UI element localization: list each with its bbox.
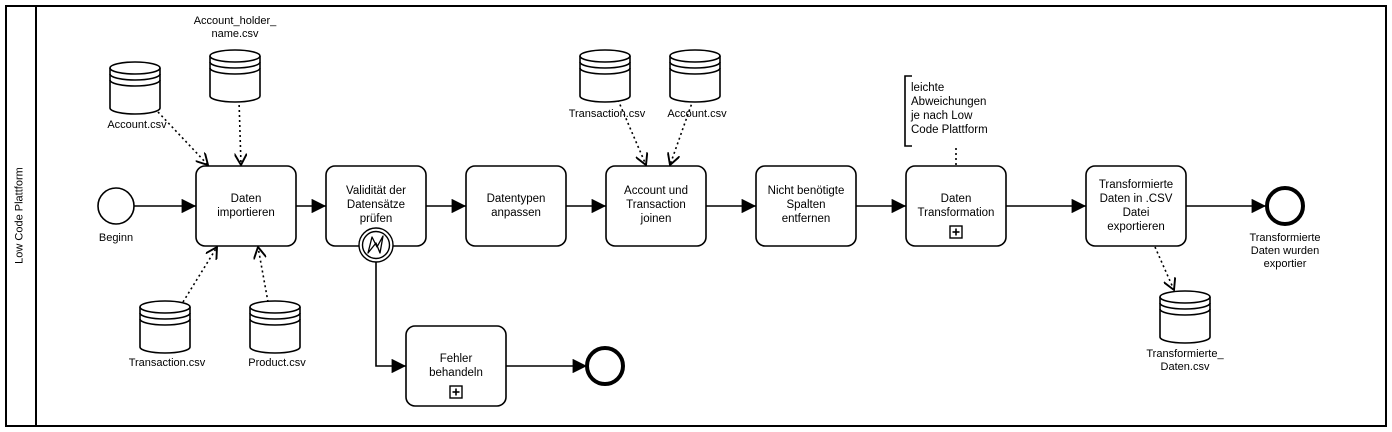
data-associations [157,99,1174,303]
assoc-transaction2-join [617,99,646,165]
task-transform-label: Daten Transformation [917,193,995,219]
end-event-main-label: Transformierte Daten wurden exportier [1249,232,1321,270]
datastore-holder [209,49,261,103]
assoc-transaction1-import [182,247,217,303]
datastore-account-2 [669,49,721,103]
plus-square-icon [449,385,463,399]
assoc-account1-import [157,111,208,165]
plus-square-icon [949,225,963,239]
start-event-label: Beginn [98,232,134,244]
datastore-transaction-1 [139,300,191,354]
task-join-label: Account und Transaction joinen [624,185,688,225]
task-import [195,165,297,247]
task-import-label: Daten importieren [217,193,275,219]
datastore-holder-label: Account_holder_ name.csv [193,15,277,40]
datastore-product [249,300,301,354]
task-types-label: Datentypen anpassen [486,193,546,219]
task-export-label: Transformierte Daten in .CSV Datei expor… [1098,179,1174,233]
tasks [195,165,1187,407]
datastore-product-label: Product.csv [248,357,306,369]
datastore-transaction-1-label: Transaction.csv [128,357,206,369]
flow-error-path [375,262,406,374]
assoc-account2-join [670,99,694,165]
datastore-transaction-2-label: Transaction.csv [568,108,646,120]
datastore-output [1159,290,1211,344]
datastore-account-1-label: Account.csv [107,119,167,131]
task-export [1085,165,1187,247]
task-validate-label: Validität der Datensätze prüfen [346,185,406,225]
data-stores [109,49,1211,354]
assoc-export-output [1154,246,1174,290]
annotation-bracket [904,75,912,147]
datastore-account-1 [109,61,161,115]
task-error-label: Fehler behandeln [429,353,483,379]
task-remove [755,165,857,247]
task-types [465,165,567,247]
datastore-transaction-2 [579,49,631,103]
sequence-flows [134,198,1266,374]
end-event-error [585,346,625,386]
annotation-text: leichte Abweichungen je nach Low Code Pl… [911,82,988,136]
assoc-product-import [258,247,269,303]
task-remove-label: Nicht benötigte Spalten entfernen [767,185,845,225]
assoc-holder-import [239,99,241,165]
end-event-main [1265,186,1305,226]
pool-label: Low Code Plattform [13,167,26,264]
datastore-account-2-label: Account.csv [667,108,727,120]
start-event [97,187,135,225]
task-transform [905,165,1007,247]
task-error [405,325,507,407]
pool-border [5,5,1387,427]
datastore-output-label: Transformierte_ Daten.csv [1146,348,1224,373]
task-join [605,165,707,247]
lightning-error-icon [358,227,394,263]
